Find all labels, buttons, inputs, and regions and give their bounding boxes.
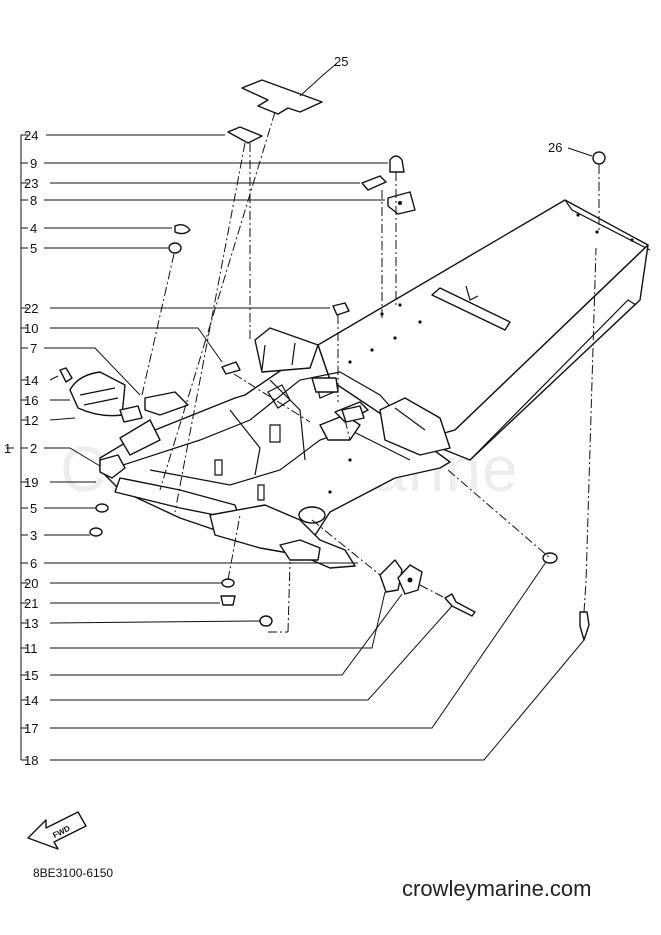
callout-24: 24 — [24, 128, 38, 143]
callout-7: 7 — [30, 341, 37, 356]
callout-15: 15 — [24, 668, 38, 683]
callout-21: 21 — [24, 596, 38, 611]
callout-13: 13 — [24, 616, 38, 631]
callout-22: 22 — [24, 301, 38, 316]
callout-10: 10 — [24, 321, 38, 336]
callout-9: 9 — [30, 156, 37, 171]
callout-5-lower: 5 — [30, 501, 37, 516]
callout-5-upper: 5 — [30, 241, 37, 256]
callout-14-upper: 14 — [24, 373, 38, 388]
callout-6: 6 — [30, 556, 37, 571]
site-name: crowleymarine.com — [402, 876, 592, 901]
callout-26: 26 — [548, 140, 562, 155]
callout-17: 17 — [24, 721, 38, 736]
callout-14-lower: 14 — [24, 693, 38, 708]
assembly-lines — [141, 111, 600, 633]
part-code: 8BE3100-6150 — [33, 866, 114, 880]
frame-body — [99, 213, 634, 569]
callout-4: 4 — [30, 221, 37, 236]
callout-16: 16 — [24, 393, 38, 408]
callout-labels: 1 2 3 4 5 5 6 7 8 9 10 11 12 13 14 14 15… — [4, 54, 562, 768]
callout-11: 11 — [24, 641, 38, 656]
callout-2: 2 — [30, 441, 37, 456]
callout-8: 8 — [30, 193, 37, 208]
callout-25: 25 — [334, 54, 348, 69]
callout-1: 1 — [4, 441, 11, 456]
fwd-arrow-icon: FWD — [27, 811, 87, 850]
callout-20: 20 — [24, 576, 38, 591]
callout-12: 12 — [24, 413, 38, 428]
small-parts — [59, 79, 606, 641]
callout-23: 23 — [24, 176, 38, 191]
callout-leaders — [6, 63, 593, 761]
callout-3: 3 — [30, 528, 37, 543]
callout-19: 19 — [24, 475, 38, 490]
callout-18: 18 — [24, 753, 38, 768]
